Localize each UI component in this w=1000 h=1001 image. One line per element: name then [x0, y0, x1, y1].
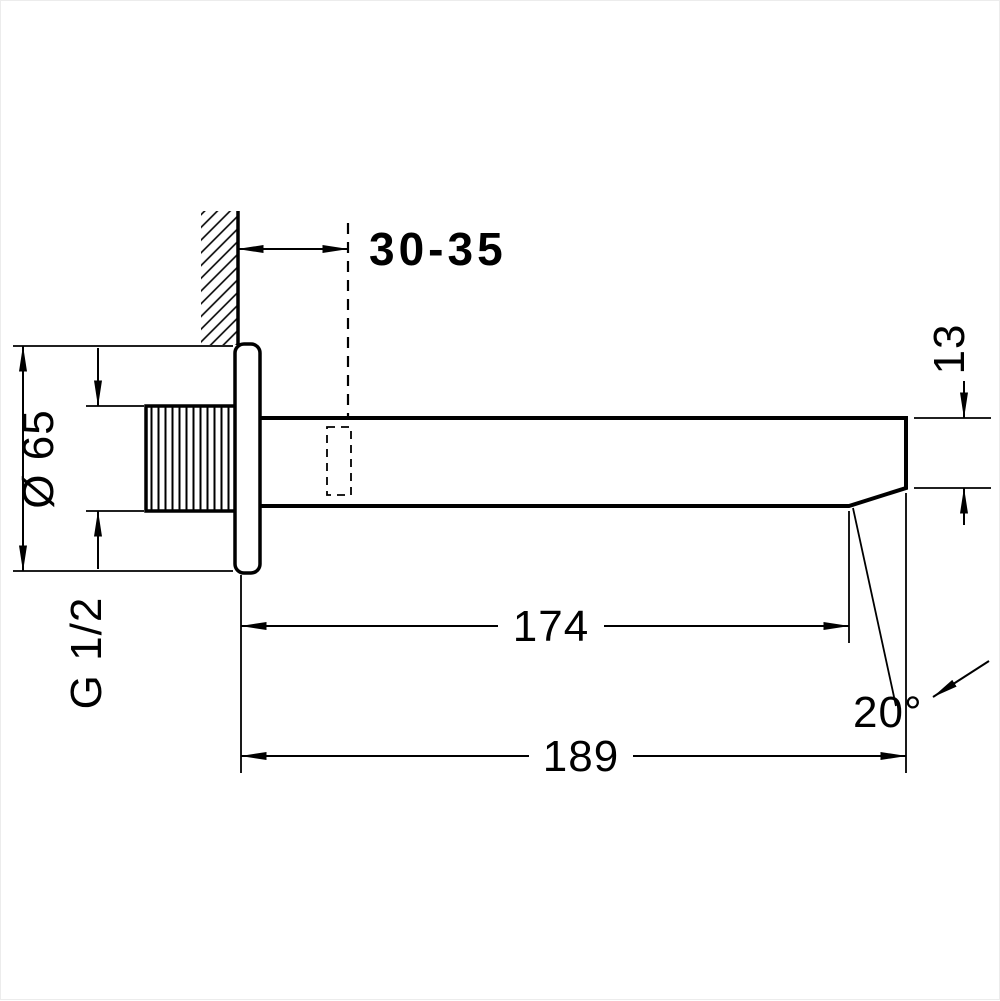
angle-arrow [932, 660, 990, 698]
dimension-label-wall-distance: 30-35 [369, 223, 507, 275]
dimension-label-174: 174 [513, 602, 589, 651]
spout-outline [251, 416, 908, 508]
dimension-label-flange-diameter: Ø 65 [14, 409, 63, 508]
dimension-flange-diameter: Ø 65 [13, 345, 233, 572]
dimension-label-spout-end-height: 13 [925, 324, 974, 375]
wall-flange [233, 342, 262, 575]
spout-body [251, 416, 908, 508]
dimension-length-189: 189 [240, 493, 907, 781]
dimension-thread-size: G 1/2 [62, 348, 144, 709]
wall-section [201, 211, 240, 345]
dimension-outlet-angle: 20° [852, 507, 990, 737]
angle-construction-line [852, 507, 897, 707]
dimension-label-outlet-angle: 20° [853, 688, 923, 737]
dimension-label-189: 189 [543, 732, 619, 781]
dimension-spout-end-height: 13 [914, 324, 991, 525]
thread-hatching [146, 406, 236, 511]
dimension-length-174: 174 [240, 511, 850, 773]
wall-hatching [201, 211, 238, 345]
dimension-label-thread-size: G 1/2 [62, 597, 111, 710]
dimension-wall-distance: 30-35 [237, 223, 507, 275]
threaded-connector [144, 404, 238, 513]
hidden-internal-connector [326, 426, 352, 496]
